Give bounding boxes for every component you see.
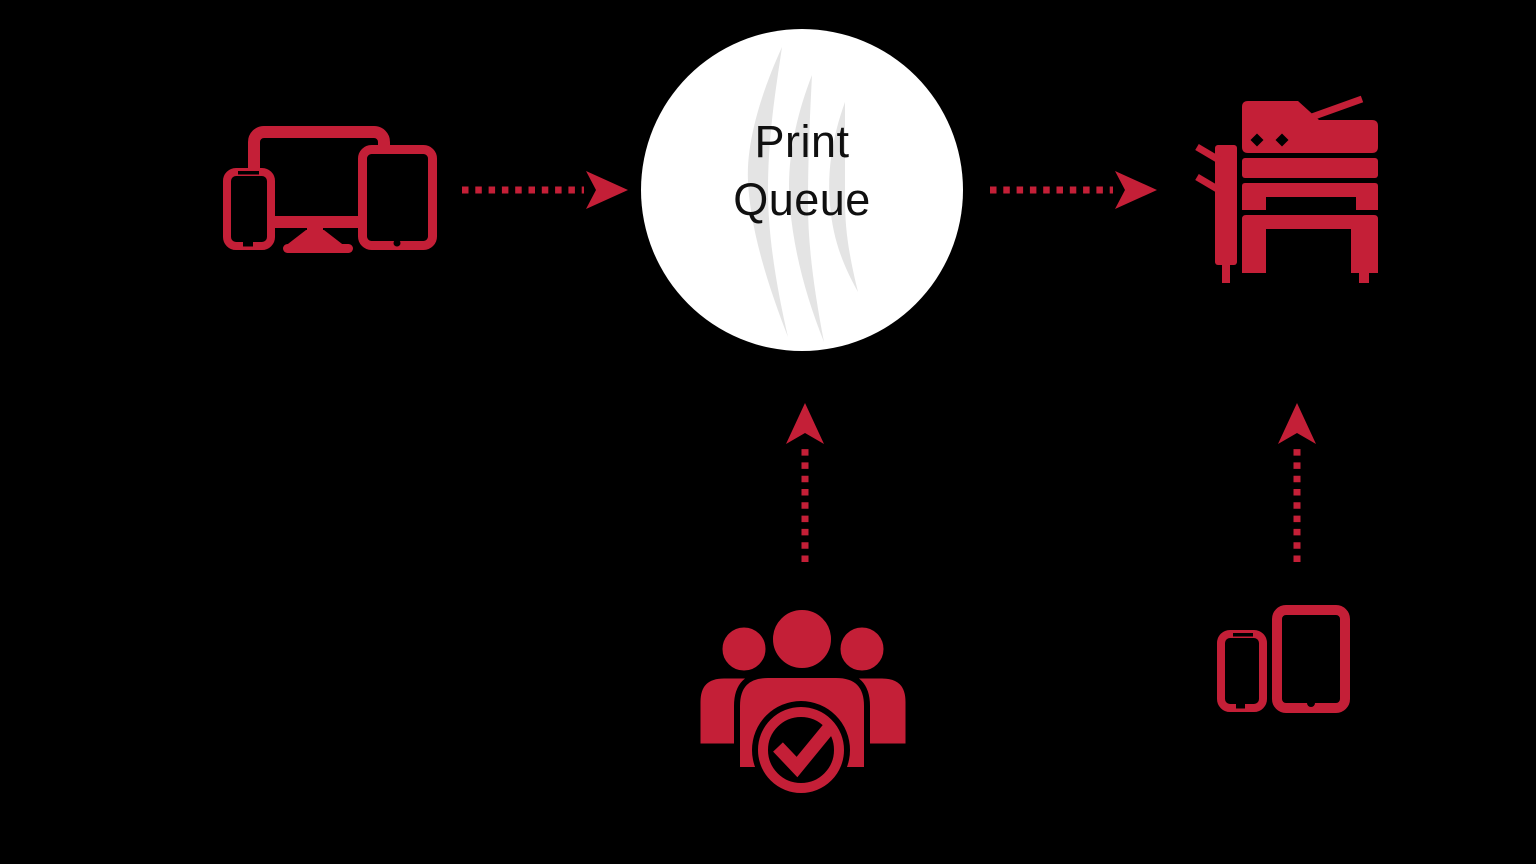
checkmark-icon [773, 723, 835, 778]
smoke-watermark-icon [747, 47, 858, 342]
mobile-devices-icon [1217, 605, 1350, 713]
arrow-users-to-queue [786, 403, 824, 562]
user-head-center [767, 604, 837, 674]
user-head-left [717, 622, 771, 676]
arrowhead-up-icon [786, 403, 824, 444]
user-head-right [835, 622, 889, 676]
tablet-icon [358, 145, 437, 250]
arrowhead-right-icon [586, 171, 628, 209]
approved-users-icon [695, 604, 911, 799]
arrow-queue-to-printer [990, 171, 1157, 209]
print-queue-label-line2: Queue [733, 174, 871, 225]
arrowhead-up-icon [1278, 403, 1316, 444]
printer-icon [1195, 95, 1378, 283]
arrowhead-right-icon [1115, 171, 1157, 209]
print-queue-circle: Print Queue [641, 29, 963, 351]
smartphone-icon [1217, 630, 1267, 712]
arrow-mobiles-to-printer [1278, 403, 1316, 562]
print-queue-label: Print Queue [641, 113, 963, 229]
smartphone-icon [223, 168, 275, 250]
tablet-icon [1272, 605, 1350, 713]
arrow-devices-to-queue [462, 171, 628, 209]
check-badge-ring [758, 707, 844, 793]
client-devices-icon [223, 126, 437, 253]
print-queue-label-line1: Print [754, 116, 850, 167]
